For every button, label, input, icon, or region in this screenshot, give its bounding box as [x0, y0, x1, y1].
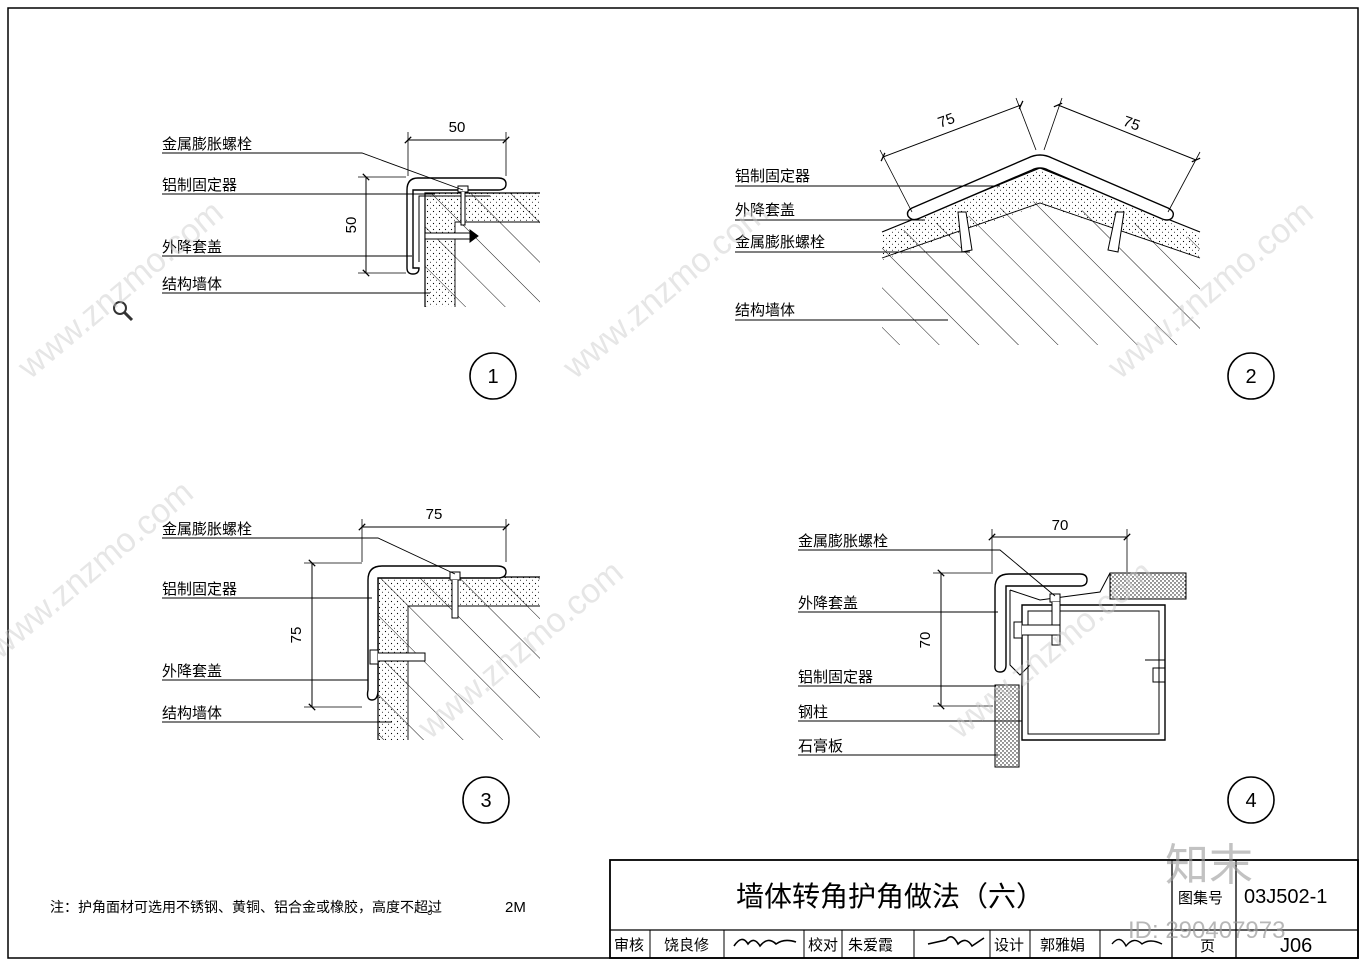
- detail-1-number: 1: [487, 366, 498, 388]
- detail-4-label-4: 石膏板: [798, 737, 843, 755]
- detail-3-dim-v: 75: [288, 627, 305, 644]
- note-text: 注：护角面材可选用不锈钢、黄铜、铝合金或橡胶，高度不超过: [50, 899, 442, 916]
- atlas-label: 图集号: [1178, 889, 1223, 907]
- atlas-code: 03J502-1: [1244, 886, 1327, 908]
- review-label: 审核: [614, 936, 644, 954]
- detail-4-dim-v: 70: [917, 632, 934, 649]
- detail-1-label-3: 结构墙体: [162, 275, 222, 293]
- detail-1-dim-v: 50: [343, 217, 360, 234]
- detail-4-number: 4: [1245, 790, 1256, 812]
- drawing-title: 墙体转角护角做法（六）: [736, 880, 1044, 913]
- note-height: 2M: [505, 899, 526, 916]
- detail-1-label-1: 铝制固定器: [162, 176, 237, 194]
- detail-3-label-1: 铝制固定器: [162, 580, 237, 598]
- detail-4-label-1: 外降套盖: [798, 594, 858, 612]
- detail-2-dim-b: 75: [1121, 113, 1142, 135]
- reviewer-name: 饶良修: [664, 936, 709, 954]
- design-label: 设计: [994, 936, 1024, 954]
- detail-3-label-0: 金属膨胀螺栓: [162, 520, 252, 538]
- watermark-url-4: www.znzmo.com: [0, 473, 201, 667]
- detail-4-label-0: 金属膨胀螺栓: [798, 532, 888, 550]
- page-label: 页: [1200, 937, 1215, 955]
- watermark-url-2: www.znzmo.com: [555, 193, 776, 387]
- watermark-logo: 知末: [1165, 840, 1253, 891]
- checker-name: 朱爱霞: [848, 936, 893, 954]
- designer-name: 郭雅娟: [1040, 936, 1085, 954]
- reviewer-signature: [733, 938, 797, 948]
- check-label: 校对: [808, 936, 838, 954]
- detail-1: 50 50 金属膨胀螺栓 铝制固定器 外降套盖 结构墙体 1: [162, 119, 540, 400]
- detail-1-label-2: 外降套盖: [162, 238, 222, 256]
- detail-3-label-2: 外降套盖: [162, 662, 222, 680]
- watermark-id: ID: 290407973: [1128, 917, 1285, 944]
- designer-signature: [1111, 938, 1163, 948]
- checker-signature: [927, 936, 985, 948]
- detail-4-label-3: 钢柱: [798, 703, 828, 721]
- note-dot: 。: [427, 902, 441, 918]
- detail-3-number: 3: [480, 790, 491, 812]
- detail-3-dim-h: 75: [426, 506, 443, 523]
- detail-3-label-3: 结构墙体: [162, 704, 222, 722]
- detail-2-label-3: 结构墙体: [735, 301, 795, 319]
- page-code: J06: [1280, 935, 1312, 957]
- title-block: [609, 859, 1359, 959]
- detail-4-label-2: 铝制固定器: [798, 668, 873, 686]
- magnifier-icon[interactable]: [113, 301, 134, 322]
- detail-2-label-2: 金属膨胀螺栓: [735, 233, 825, 251]
- detail-2-label-1: 外降套盖: [735, 201, 795, 219]
- detail-1-dim-h: 50: [449, 119, 466, 136]
- detail-4-dim-h: 70: [1052, 517, 1069, 534]
- detail-3: 75 75 金属膨胀螺栓 铝制固定器 外降套盖 结构墙体 3: [162, 506, 540, 824]
- detail-1-label-0: 金属膨胀螺栓: [162, 135, 252, 153]
- detail-2-dim-a: 75: [936, 110, 957, 132]
- detail-2: 75 75 铝制固定器 外降套盖 金属膨胀螺栓 结构墙体 2: [735, 97, 1275, 400]
- detail-2-label-0: 铝制固定器: [735, 167, 810, 185]
- detail-4: 70 70 金属膨胀螺栓 外降套盖 铝制固定器 钢柱 石膏板 4: [798, 517, 1275, 824]
- detail-2-number: 2: [1245, 366, 1256, 388]
